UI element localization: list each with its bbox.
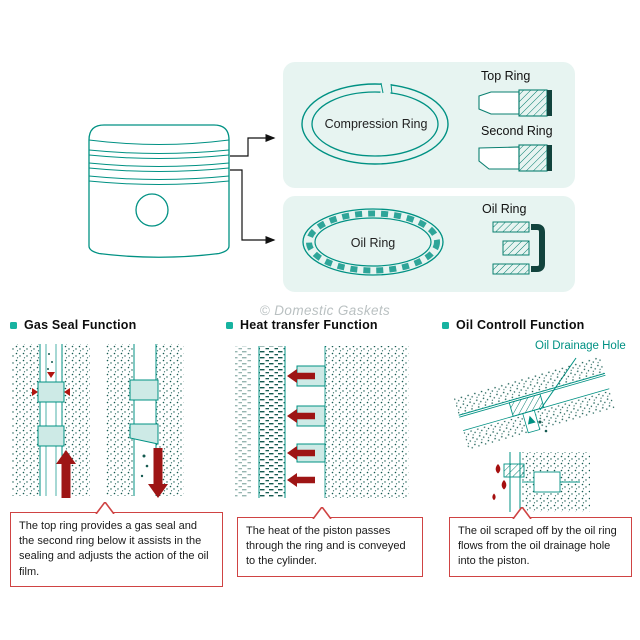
- bullet-icon: [10, 321, 17, 329]
- heat-transfer-illustration: [235, 346, 409, 498]
- oil-flow-arrow-icon: [527, 415, 536, 425]
- gas-seal-callout: The top ring provides a gas seal and the…: [10, 502, 223, 587]
- up-arrow-icon: [56, 450, 76, 498]
- top-ring-label: Top Ring: [481, 69, 531, 83]
- oil-ring-label: Oil Ring: [350, 236, 396, 250]
- arrow-to-compression-ring: [230, 134, 276, 157]
- compression-ring-panel: Compression Ring: [283, 62, 575, 188]
- overview-section: Compression Ring Top Ring Second Ring: [0, 0, 640, 300]
- top-ring-block: [129, 379, 159, 401]
- gas-seal-illustration: [12, 344, 184, 498]
- heat-transfer-callout: The heat of the piston passes through th…: [237, 507, 423, 577]
- compression-ring-label: Compression Ring: [324, 117, 428, 131]
- top-ring-cross-section: [478, 89, 552, 117]
- top-ring-block: [37, 381, 65, 403]
- heat-transfer-header: Heat transfer Function: [226, 318, 378, 332]
- gas-pressure-arrow-icon: [64, 388, 70, 396]
- callout-pointer: [312, 507, 332, 519]
- gas-seal-description: The top ring provides a gas seal and the…: [19, 520, 209, 578]
- callout-pointer: [512, 507, 532, 519]
- second-ring-label: Second Ring: [481, 124, 553, 138]
- oil-control-description: The oil scraped off by the oil ring flow…: [458, 525, 617, 568]
- arrow-to-oil-ring: [230, 169, 276, 244]
- oil-control-title: Oil Controll Function: [456, 318, 585, 332]
- tilted-piston-wall: [453, 356, 615, 450]
- connector-arrows: [230, 134, 276, 244]
- compression-ring-illustration: [301, 80, 449, 165]
- functions-section: Gas Seal Function: [0, 315, 640, 640]
- second-ring-block: [129, 423, 159, 445]
- piston-illustration: [88, 124, 230, 258]
- oil-drop-icon: [495, 464, 501, 474]
- oil-ring-cross-section: [492, 221, 545, 275]
- second-ring-cross-section: [478, 144, 552, 172]
- gas-seal-header: Gas Seal Function: [10, 318, 136, 332]
- callout-pointer: [95, 502, 115, 514]
- oil-drop-icon: [501, 480, 507, 490]
- down-arrow-icon: [148, 448, 168, 498]
- piston-pin-hole: [135, 193, 169, 227]
- oil-control-header: Oil Controll Function: [442, 318, 585, 332]
- gas-pressure-arrow-icon: [32, 388, 38, 396]
- heat-arrow-icon: [287, 409, 315, 423]
- heat-transfer-title: Heat transfer Function: [240, 318, 378, 332]
- oil-drainage-hole-annotation: Oil Drainage Hole: [535, 340, 626, 352]
- bullet-icon: [442, 321, 449, 329]
- oil-ring-groove: [508, 393, 545, 417]
- oil-control-callout: The oil scraped off by the oil ring flow…: [449, 507, 632, 577]
- heat-transfer-description: The heat of the piston passes through th…: [246, 525, 406, 568]
- gas-seal-title: Gas Seal Function: [24, 318, 137, 332]
- bullet-icon: [226, 321, 233, 329]
- heat-arrow-icon: [287, 473, 315, 487]
- heat-arrow-icon: [287, 369, 315, 383]
- oil-ring-groove: [503, 463, 525, 478]
- gas-pressure-arrow-icon: [47, 372, 55, 378]
- heat-arrow-icon: [287, 446, 315, 460]
- oil-control-illustration: [453, 356, 615, 512]
- watermark: © Domestic Gaskets: [259, 303, 391, 318]
- oil-drop-icon: [492, 493, 496, 501]
- oil-ring-illustration: [302, 208, 444, 276]
- second-ring-block: [37, 425, 65, 447]
- oil-passage: [533, 471, 561, 493]
- oil-ring-section-label: Oil Ring: [482, 202, 527, 216]
